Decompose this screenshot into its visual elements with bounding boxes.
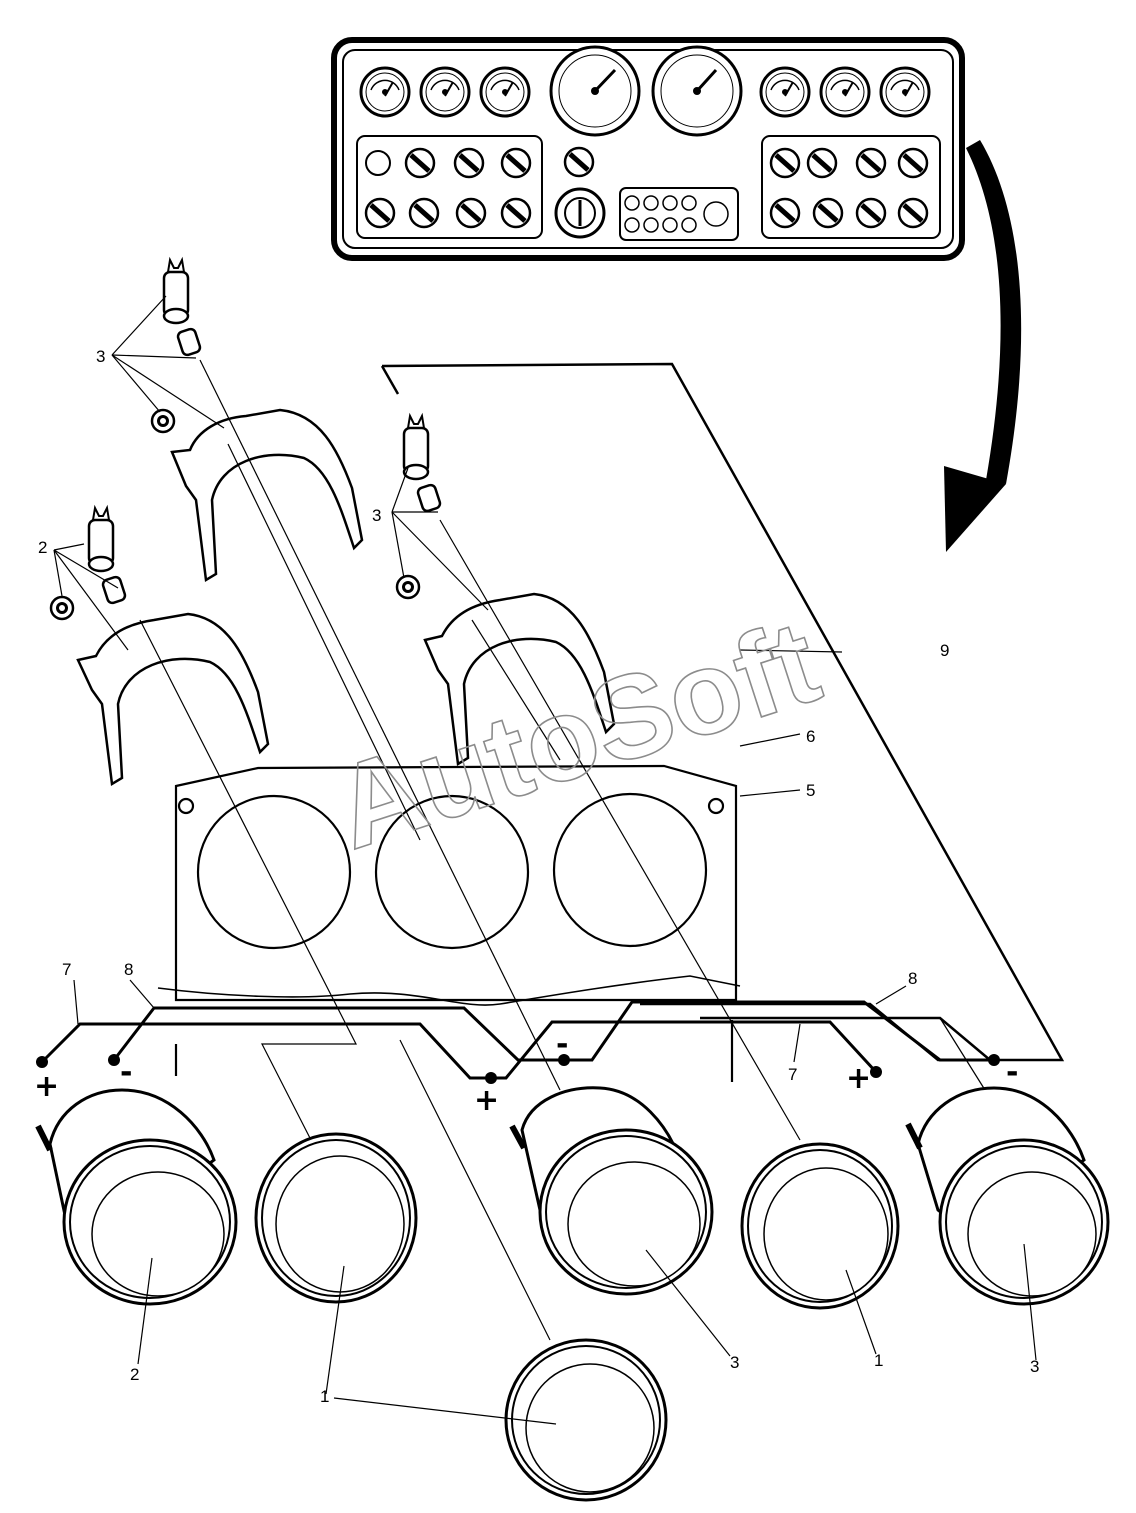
callout-7-left: 7 <box>62 960 71 979</box>
instrument-panel <box>331 37 965 261</box>
callout-3-mid: 3 <box>372 506 381 525</box>
callout-1-bottom: 1 <box>320 1387 329 1406</box>
tachometer-icon <box>549 45 641 137</box>
warning-lamp-icon <box>624 195 729 233</box>
callout-1-right: 1 <box>874 1351 883 1370</box>
callout-8-right: 8 <box>908 969 917 988</box>
terminal-dot <box>36 1054 1000 1084</box>
ignition-switch-icon <box>554 187 606 239</box>
callout-5: 5 <box>806 781 815 800</box>
plus-sign-right: + <box>846 1061 871 1096</box>
plus-sign-left: + <box>34 1069 59 1104</box>
callout-8-left: 8 <box>124 960 133 979</box>
minus-sign-right: - <box>1006 1055 1018 1090</box>
callout-2-bottom: 2 <box>130 1365 139 1384</box>
callout-9: 9 <box>940 641 949 660</box>
callout-3-upper: 3 <box>96 347 105 366</box>
gauge-mounting-plate <box>157 764 741 1082</box>
switch-knob-icon <box>366 148 927 227</box>
leader-lines <box>53 295 991 1341</box>
plus-sign-mid: + <box>474 1083 499 1118</box>
callout-2-left: 2 <box>38 538 47 557</box>
polarity-signs: + - + - + - <box>34 1027 1018 1118</box>
bottom-leader-lines <box>73 979 1037 1425</box>
callout-labels: 3 3 2 9 6 5 7 8 8 7 2 1 3 1 3 <box>38 347 1039 1406</box>
gauge-body <box>35 1086 1110 1502</box>
callout-7-right: 7 <box>788 1065 797 1084</box>
speedometer-icon <box>651 45 743 137</box>
minus-sign-left: - <box>120 1055 132 1090</box>
callout-6: 6 <box>806 727 815 746</box>
callout-3-bottom-mid: 3 <box>730 1353 739 1372</box>
gauge-bracket <box>76 408 616 787</box>
curved-arrow-icon <box>944 140 1022 552</box>
minus-sign-mid: - <box>556 1027 568 1062</box>
callout-3-bottom-right: 3 <box>1030 1357 1039 1376</box>
